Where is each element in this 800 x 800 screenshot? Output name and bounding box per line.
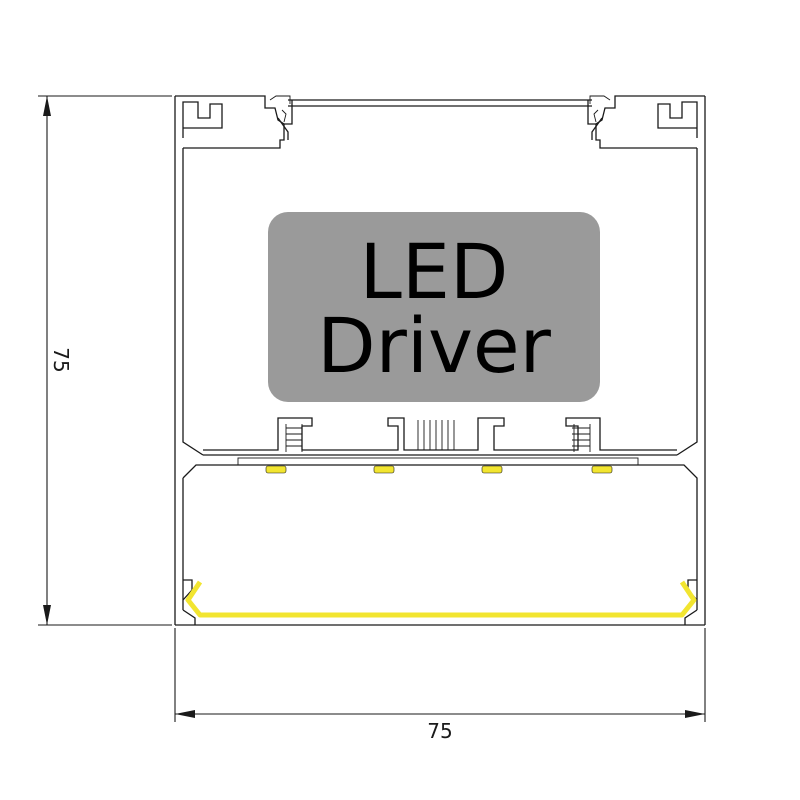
led-chip-1 <box>265 465 287 474</box>
led-chip-4 <box>591 465 613 474</box>
width-dimension: 75 <box>174 628 706 743</box>
height-dimension: 75 <box>38 95 172 626</box>
diffuser-assembly <box>182 579 698 625</box>
height-dimension-value: 75 <box>49 347 73 372</box>
profile-inner-left-wall <box>182 148 204 456</box>
top-cover <box>277 99 603 140</box>
top-right-clip-channel <box>595 95 705 149</box>
led-pcb-board <box>237 457 639 466</box>
screw-thread-1 <box>285 424 303 452</box>
diffuser-slot-left <box>182 579 196 625</box>
height-arrow-bottom <box>43 605 51 625</box>
top-cover-snap-left <box>269 95 291 123</box>
chamber-divider-upper <box>203 417 677 451</box>
screw-thread-3 <box>572 424 591 452</box>
led-chip-3 <box>481 465 503 474</box>
height-arrow-top <box>43 96 51 116</box>
screw-thread-2 <box>417 420 455 450</box>
width-dimension-value: 75 <box>427 719 452 743</box>
width-arrow-right <box>685 710 705 718</box>
driver-label-line2: Driver <box>317 301 552 390</box>
led-driver-box: LED Driver <box>268 212 600 402</box>
led-driver-rect <box>268 212 600 402</box>
screw-threads <box>285 420 591 452</box>
led-chips <box>265 465 613 474</box>
profile-inner-right-wall <box>676 148 698 456</box>
top-left-clip-channel <box>175 95 285 149</box>
lower-chamber-top <box>182 464 698 610</box>
led-chip-2 <box>373 465 395 474</box>
top-cover-snap-right <box>589 95 611 123</box>
diffuser-lens <box>185 580 697 618</box>
driver-label-line1: LED <box>360 227 509 316</box>
aluminium-profile <box>174 95 706 626</box>
width-arrow-left <box>175 710 195 718</box>
